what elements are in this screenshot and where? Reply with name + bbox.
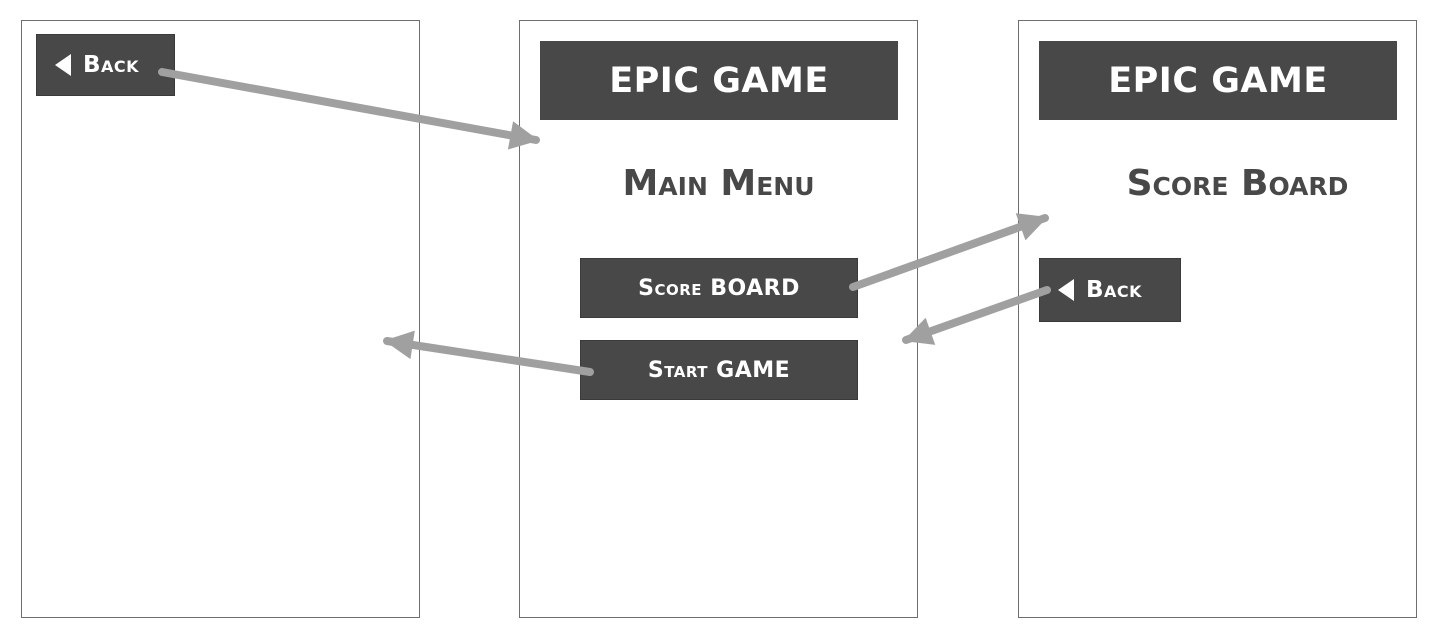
score-board-heading: Score Board [1126,163,1349,204]
game-back-label: Back [83,52,140,78]
start-game-button[interactable]: Start GAME [580,340,858,400]
score-board-button-label: Score BOARD [638,275,800,301]
triangle-left-icon [1058,279,1074,301]
triangle-left-icon [55,54,71,76]
score-board-title: EPIC GAME [1108,60,1328,101]
score-board-button[interactable]: Score BOARD [580,258,858,318]
score-board-screen: EPIC GAME Score Board Back [1018,20,1417,618]
game-back-button[interactable]: Back [36,34,175,96]
main-menu-heading: Main Menu [622,163,815,204]
game-screen: Back [21,20,420,618]
main-menu-title: EPIC GAME [609,60,829,101]
score-board-back-button[interactable]: Back [1039,258,1181,322]
main-menu-screen: EPIC GAME Main Menu Score BOARD Start GA… [519,20,918,618]
main-menu-title-bar: EPIC GAME [540,41,898,120]
score-board-back-label: Back [1086,277,1143,303]
start-game-button-label: Start GAME [647,357,791,383]
score-board-title-bar: EPIC GAME [1039,41,1397,120]
